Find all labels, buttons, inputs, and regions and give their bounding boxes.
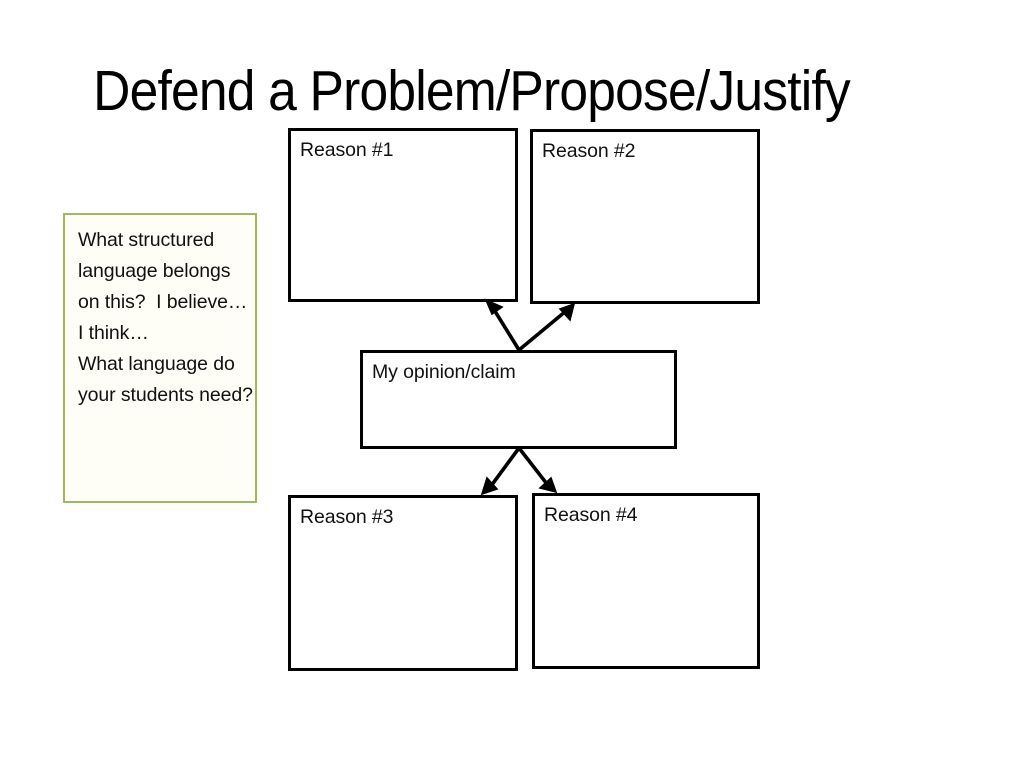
node-reason-4-label: Reason #4: [544, 504, 638, 526]
arrow-claim-to-reason-2: [517, 302, 576, 352]
node-reason-1[interactable]: Reason #1: [288, 128, 518, 302]
node-opinion-claim-label: My opinion/claim: [372, 361, 516, 383]
note-callout-text: What structured language belongs on this…: [78, 229, 253, 406]
node-reason-3-label: Reason #3: [300, 506, 394, 528]
note-callout-box[interactable]: What structured language belongs on this…: [63, 213, 257, 503]
node-reason-2[interactable]: Reason #2: [530, 129, 760, 304]
arrow-claim-to-reason-4: [517, 446, 558, 494]
arrow-claim-to-reason-1: [484, 298, 521, 351]
node-reason-2-label: Reason #2: [542, 140, 636, 162]
node-reason-3[interactable]: Reason #3: [288, 495, 518, 671]
arrow-claim-to-reason-3: [480, 446, 521, 496]
node-reason-4[interactable]: Reason #4: [532, 493, 760, 669]
page-title: Defend a Problem/Propose/Justify: [93, 59, 851, 123]
node-reason-1-label: Reason #1: [300, 139, 394, 161]
node-opinion-claim[interactable]: My opinion/claim: [360, 350, 677, 449]
